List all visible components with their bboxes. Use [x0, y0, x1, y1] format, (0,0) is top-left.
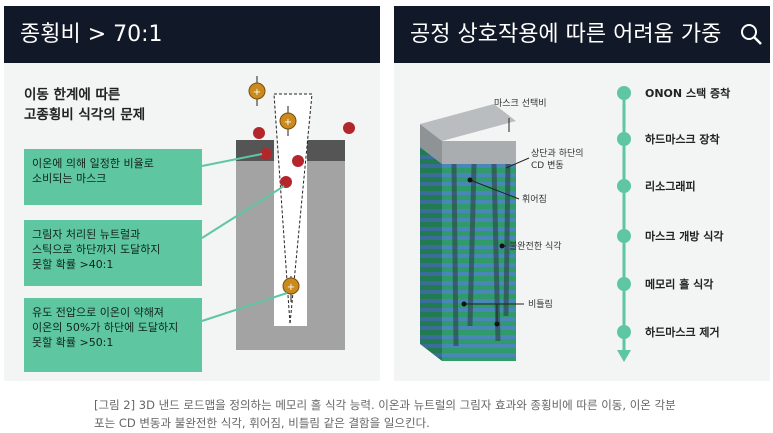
right-title: 공정 상호작용에 따른 어려움 가중	[394, 6, 770, 63]
left-wall	[236, 140, 274, 350]
stack-top	[420, 104, 516, 141]
left-subtitle-line1: 이동 한계에 따른	[24, 87, 121, 103]
caption-line1: [그림 2] 3D 낸드 로드맵을 정의하는 메모리 홀 식각 능력. 이온과 …	[94, 398, 676, 412]
trench-bottom	[236, 326, 345, 350]
mask-right	[307, 140, 345, 161]
callout-bowing: 휘어짐	[522, 194, 547, 205]
mask-layer	[442, 141, 516, 164]
info-box-ion: 유도 전압으로 이온이 약해져 이온의 50%가 하단에 도달하지 못할 확률 …	[24, 298, 202, 372]
box-text: 이온의 50%가 하단에 도달하지	[32, 321, 179, 334]
ion-particle	[248, 82, 266, 100]
neutral-particle	[343, 122, 355, 134]
left-subtitle: 이동 한계에 따른 고종횡비 식각의 문제	[24, 85, 145, 125]
connector-line	[201, 153, 263, 167]
neutral-particle	[280, 176, 292, 188]
box-text: 이온에 의해 일정한 비율로	[32, 157, 154, 170]
right-wall	[307, 140, 345, 350]
callout-incomplete-etch: 불완전한 식각	[509, 240, 562, 252]
ion-symbol: +	[253, 87, 261, 98]
process-step-label: 마스크 개방 식각	[645, 229, 724, 243]
callout-twisting: 비틀림	[528, 298, 553, 310]
box-text: 소비되는 마스크	[32, 172, 107, 185]
neutral-particle	[260, 148, 272, 160]
process-arrow	[617, 350, 631, 362]
box-text: 못할 확률 >40:1	[32, 258, 114, 271]
left-title: 종횡비 > 70:1	[4, 6, 380, 63]
callout-line	[505, 157, 530, 169]
left-subtitle-line2: 고종횡비 식각의 문제	[24, 107, 146, 123]
right-panel: 공정 상호작용에 따른 어려움 가중	[394, 6, 770, 381]
callout-line	[469, 179, 520, 200]
callout-cd-variation-1: 상단과 하단의	[531, 148, 584, 159]
neutral-particle	[292, 155, 304, 167]
ion-cone	[273, 93, 313, 325]
process-step-dot	[617, 132, 631, 146]
neutral-particle	[253, 127, 265, 139]
process-step-dot	[617, 325, 631, 339]
callout-dot	[499, 243, 505, 249]
mask-layer	[420, 124, 442, 164]
box-text: 그림자 처리된 뉴트럴과	[32, 228, 141, 241]
connector-line	[201, 292, 288, 322]
ion-particle	[282, 277, 300, 295]
memory-hole	[451, 163, 459, 347]
box-text: 못할 확률 >50:1	[32, 336, 114, 349]
process-step-label: 메모리 홀 식각	[645, 277, 713, 291]
memory-hole	[467, 163, 477, 327]
process-step-dot	[617, 179, 631, 193]
callout-dot	[461, 301, 467, 307]
box-text: 유도 전압으로 이온이 약해져	[32, 306, 164, 319]
caption-line2: 포는 CD 변동과 불완전한 식각, 휘어짐, 비틀림 같은 결함을 일으킨다.	[94, 416, 430, 430]
figure-caption: [그림 2] 3D 낸드 로드맵을 정의하는 메모리 홀 식각 능력. 이온과 …	[94, 396, 714, 432]
callout-dot	[467, 177, 473, 183]
process-step-label: 리소그래피	[645, 179, 696, 193]
stack-side	[420, 147, 442, 361]
connector-line	[201, 185, 285, 239]
process-step-label: ONON 스택 증착	[645, 86, 730, 100]
box-text: 스틱으로 하단까지 도달하지	[32, 243, 161, 256]
left-panel: 종횡비 > 70:1 이동 한계에 따른 고종횡비 식각의 문제 + + +	[4, 6, 380, 381]
ion-symbol: +	[287, 282, 295, 293]
ion-particle	[279, 112, 297, 130]
process-step-dot	[617, 277, 631, 291]
memory-hole	[503, 163, 511, 317]
process-step-dot	[617, 86, 631, 100]
process-step-label: 하드마스크 장착	[645, 132, 720, 146]
info-box-neutral: 그림자 처리된 뉴트럴과 스틱으로 하단까지 도달하지 못할 확률 >40:1	[24, 220, 202, 286]
process-step-label: 하드마스크 제거	[645, 325, 720, 339]
callout-mask-selectivity: 마스크 선택비	[494, 98, 547, 109]
ion-symbol: +	[284, 117, 292, 128]
callout-cd-variation-2: CD 변동	[531, 160, 564, 171]
stack-diagram: 마스크 선택비 상단과 하단의 CD 변동 휘어짐 불완전한 식각 비틀림 ON…	[420, 86, 730, 362]
search-icon[interactable]	[738, 21, 764, 47]
process-step-dot	[617, 229, 631, 243]
info-box-mask: 이온에 의해 일정한 비율로 소비되는 마스크	[24, 149, 202, 205]
etch-diagram: + + +	[201, 76, 355, 350]
